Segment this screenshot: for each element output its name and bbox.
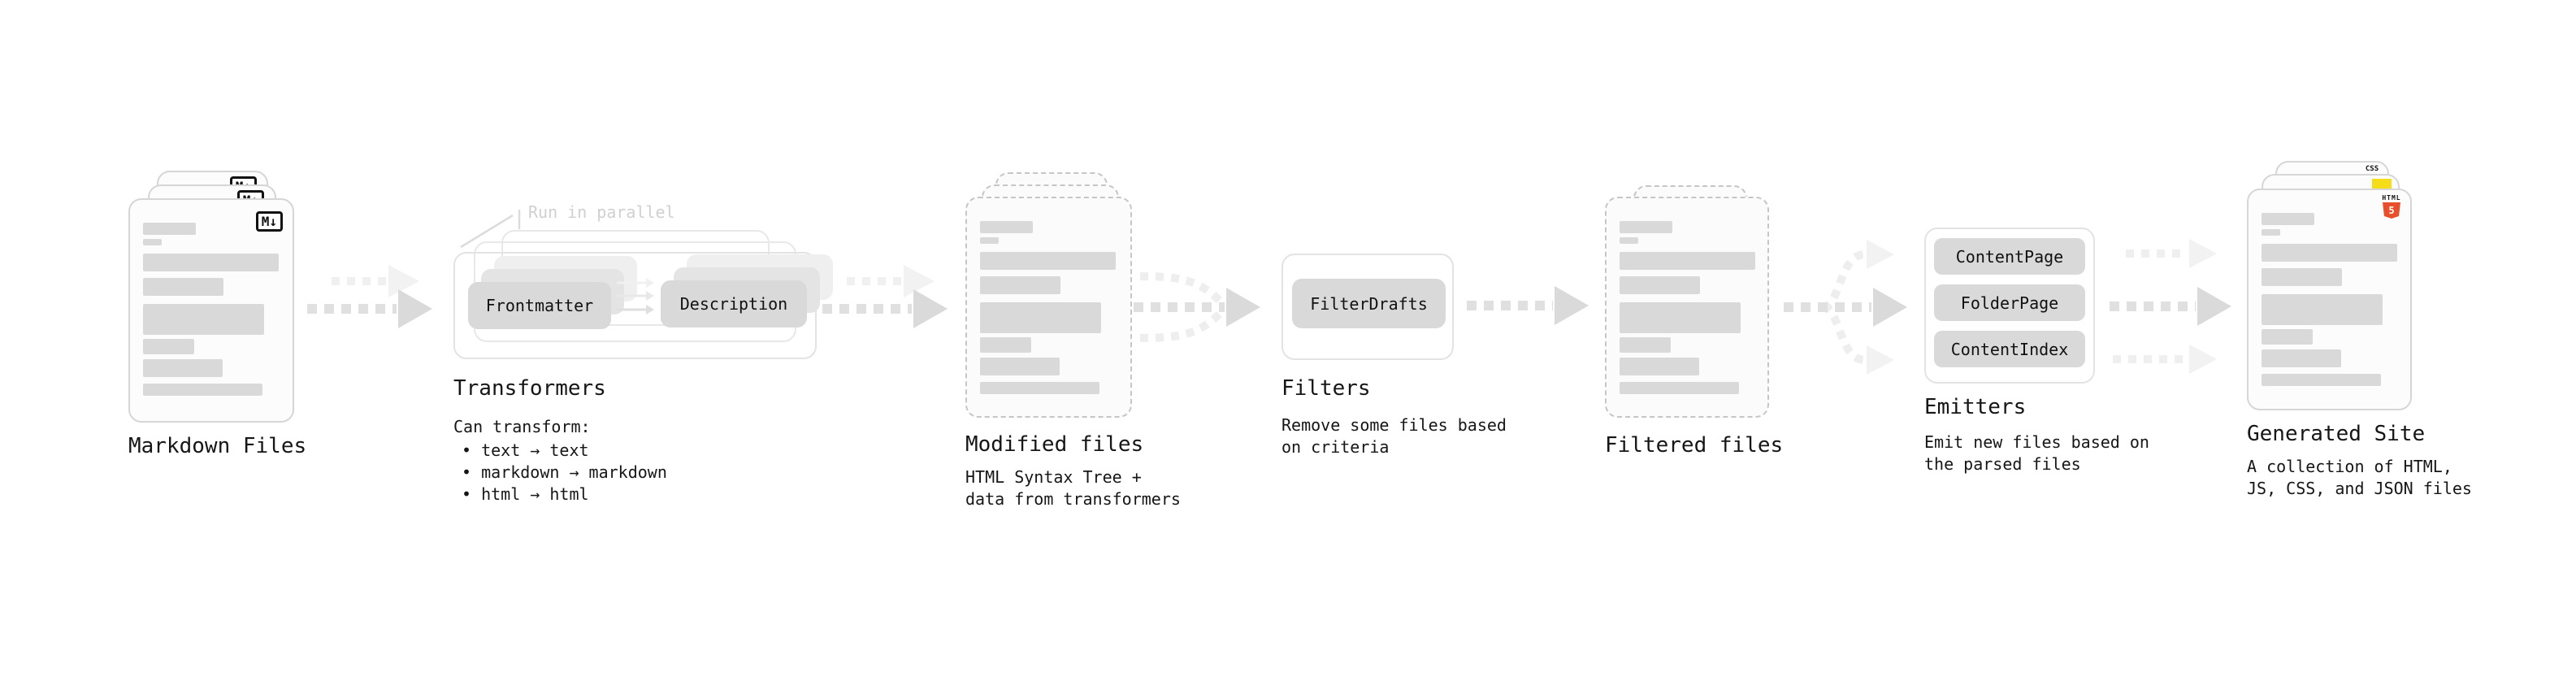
parallel-arrows-icon [617, 278, 654, 314]
transformers-bullet-2: • markdown → markdown [462, 462, 667, 482]
filters-desc-1: Remove some files based [1281, 415, 1507, 435]
emitters-desc-2: the parsed files [1924, 454, 2081, 474]
document-skeleton [130, 200, 293, 396]
frontmatter-box: Frontmatter [468, 282, 611, 329]
contentindex-box: ContentIndex [1934, 331, 2085, 367]
contentpage-box: ContentPage [1934, 238, 2085, 275]
document-skeleton [1607, 198, 1767, 394]
transformers-bullet-1: • text → text [462, 440, 589, 460]
arrow-emitters-to-site [2110, 239, 2231, 374]
modified-file-card [965, 197, 1132, 418]
html5-icon: HTML 5 [2379, 194, 2404, 219]
transformers-bullet-3: • html → html [462, 484, 589, 504]
filters-label: Filters [1281, 376, 1371, 401]
generated-site-label: Generated Site [2247, 422, 2426, 446]
modified-files-desc-2: data from transformers [965, 489, 1181, 509]
emitters-label: Emitters [1924, 395, 2027, 419]
generated-site-desc-1: A collection of HTML, [2247, 457, 2452, 476]
js-file-icon [2372, 179, 2392, 190]
transformers-label: Transformers [453, 376, 606, 401]
generated-site-desc-2: JS, CSS, and JSON files [2247, 479, 2472, 498]
markdown-file-card: M↓ [128, 198, 294, 423]
run-in-parallel-annotation: Run in parallel [528, 202, 675, 222]
arrow-markdown-to-transformers [307, 265, 432, 328]
filterdrafts-box: FilterDrafts [1292, 279, 1446, 328]
arrow-filters-to-filtered [1467, 286, 1589, 325]
modified-files-desc-1: HTML Syntax Tree + [965, 467, 1142, 487]
filtered-files-label: Filtered files [1605, 433, 1784, 458]
arrow-filtered-to-emitters [1784, 240, 1907, 375]
site-file-card-html: HTML 5 [2247, 189, 2412, 410]
arrow-transformers-to-modified [822, 265, 948, 328]
arrow-modified-to-filters [1134, 272, 1260, 342]
markdown-icon: M↓ [255, 211, 283, 232]
filters-container [1281, 254, 1454, 360]
emitters-desc-1: Emit new files based on [1924, 432, 2149, 452]
folderpage-box: FolderPage [1934, 284, 2085, 321]
annotation-leader-line [460, 210, 521, 249]
filtered-file-card [1605, 197, 1769, 418]
document-skeleton [967, 198, 1130, 394]
modified-files-label: Modified files [965, 432, 1144, 457]
emitters-container [1924, 228, 2095, 384]
document-skeleton [2249, 190, 2410, 386]
description-box: Description [661, 280, 807, 327]
transformers-desc-title: Can transform: [453, 417, 591, 436]
filters-desc-2: on criteria [1281, 437, 1390, 457]
markdown-files-label: Markdown Files [128, 434, 307, 458]
